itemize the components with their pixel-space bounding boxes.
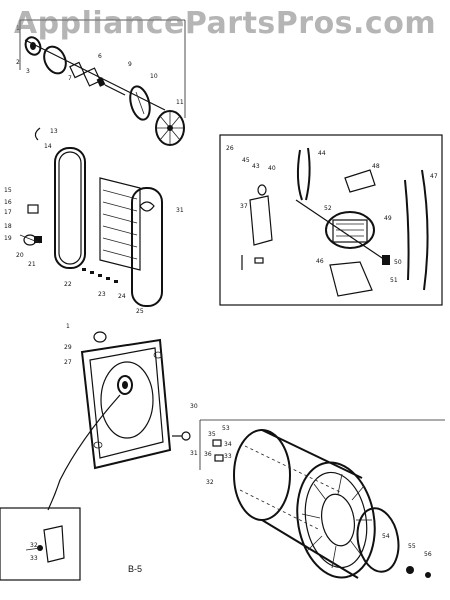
callout-1b: 1 xyxy=(66,323,70,330)
callout-16: 16 xyxy=(4,199,12,206)
callout-17: 17 xyxy=(4,209,12,216)
callout-25: 25 xyxy=(136,308,144,315)
callout-52: 52 xyxy=(324,205,332,212)
callout-48: 48 xyxy=(372,163,380,170)
callout-31: 31 xyxy=(176,207,184,214)
callout-1: 1 xyxy=(16,25,20,32)
callout-19: 19 xyxy=(4,235,12,242)
callout-6: 6 xyxy=(98,53,102,60)
callout-33: 33 xyxy=(224,453,232,460)
callout-46: 46 xyxy=(316,258,324,265)
callout-44: 44 xyxy=(318,150,326,157)
callout-23: 23 xyxy=(98,291,106,298)
belt-heater-group: 13 14 15 16 17 18 19 20 21 22 23 24 25 3… xyxy=(4,127,184,315)
callout-35: 35 xyxy=(208,431,216,438)
drum-assembly-group: 35 53 36 34 33 32 54 55 56 xyxy=(199,419,445,579)
callout-55: 55 xyxy=(408,543,416,550)
callout-14: 14 xyxy=(44,143,52,150)
callout-10: 10 xyxy=(150,73,158,80)
callout-32b: 32 xyxy=(30,542,38,549)
callout-33b: 33 xyxy=(30,555,38,562)
callout-36: 36 xyxy=(204,451,212,458)
callout-43: 43 xyxy=(252,163,260,170)
callout-32: 32 xyxy=(206,479,214,486)
callout-13: 13 xyxy=(50,128,58,135)
callout-56: 56 xyxy=(424,551,432,558)
callout-31b: 31 xyxy=(190,450,198,457)
page-label: B-5 xyxy=(128,564,142,574)
callout-18: 18 xyxy=(4,223,12,230)
callout-47: 47 xyxy=(430,173,438,180)
callout-27: 27 xyxy=(64,359,72,366)
callout-7: 7 xyxy=(68,75,72,82)
callout-2: 2 xyxy=(16,59,20,66)
callout-22: 22 xyxy=(64,281,72,288)
callout-9: 9 xyxy=(128,61,132,68)
callout-20: 20 xyxy=(16,252,24,259)
callout-45: 45 xyxy=(242,157,250,164)
motor-assembly-group: 26 45 43 40 44 48 47 37 52 49 50 51 46 xyxy=(219,134,443,306)
callout-50: 50 xyxy=(394,259,402,266)
callout-53: 53 xyxy=(222,425,230,432)
callout-54: 54 xyxy=(382,533,390,540)
callout-30: 30 xyxy=(190,403,198,410)
callout-26: 26 xyxy=(226,145,234,152)
callout-51: 51 xyxy=(390,277,398,284)
callout-21: 21 xyxy=(28,261,36,268)
callout-34: 34 xyxy=(224,441,232,448)
bulkhead-panel-group: 1 29 27 30 31 xyxy=(47,323,198,511)
callout-29: 29 xyxy=(64,344,72,351)
callout-37: 37 xyxy=(240,203,248,210)
callout-11: 11 xyxy=(176,99,184,106)
inset-detail-group: 32 33 xyxy=(0,507,81,581)
bearing-assembly-group: 1 2 3 6 7 9 10 11 xyxy=(16,19,186,146)
callout-3: 3 xyxy=(26,68,30,75)
callout-24: 24 xyxy=(118,293,126,300)
callout-15: 15 xyxy=(4,187,12,194)
callout-40: 40 xyxy=(268,165,276,172)
callout-49: 49 xyxy=(384,215,392,222)
